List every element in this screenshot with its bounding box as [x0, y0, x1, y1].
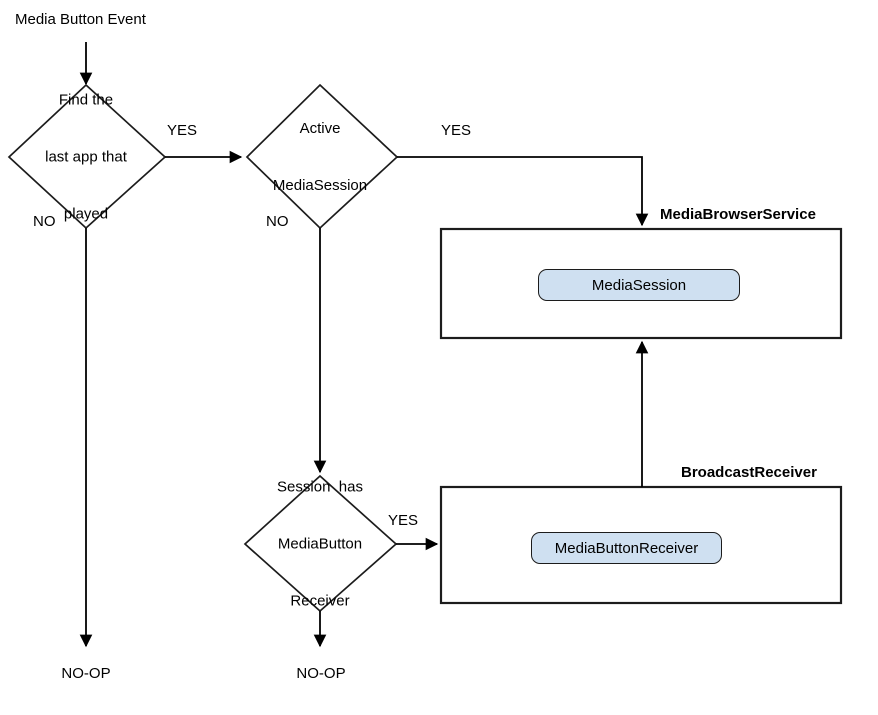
decision-active-mediasession-line-2: MediaSession: [272, 177, 368, 194]
decision-find-last-app-line-2: last app that: [45, 148, 127, 166]
edge-label-find-last-app-yes: YES: [167, 122, 198, 139]
node-mediasession-label: MediaSession: [591, 276, 687, 294]
decision-find-last-app-line-3: played: [63, 205, 109, 223]
decision-session-has-receiver-line-3: Receiver: [290, 592, 350, 610]
edge-active-mediasession-yes: [397, 156, 649, 227]
node-mediasession[interactable]: MediaSession: [538, 269, 740, 301]
start-label: Media Button Event: [15, 11, 146, 28]
node-mediabuttonreceiver-label: MediaButtonReceiver: [554, 539, 699, 557]
edge-label-find-last-app-no: NO: [33, 213, 56, 230]
decision-session-has-receiver-line-2: MediaButton: [277, 535, 363, 553]
decision-active-mediasession-label: Active MediaSession: [273, 81, 367, 233]
terminal-no-op-left: NO-OP: [61, 665, 111, 682]
decision-session-has-receiver-line-1: Session has: [277, 478, 363, 496]
edge-label-active-mediasession-no: NO: [266, 213, 289, 230]
decision-active-mediasession-line-1: Active: [299, 120, 341, 137]
decision-find-last-app-line-1: Find the: [58, 91, 114, 109]
decision-session-has-receiver-label: Session has MediaButton Receiver: [277, 440, 363, 649]
decision-find-last-app-label: Find the last app that played: [45, 53, 127, 262]
container-broadcast-receiver-title: BroadcastReceiver: [681, 464, 817, 481]
container-media-browser-service-title: MediaBrowserService: [660, 206, 816, 223]
edge-label-active-mediasession-yes: YES: [441, 122, 472, 139]
edge-label-session-has-receiver-yes: YES: [388, 512, 419, 529]
node-mediabuttonreceiver[interactable]: MediaButtonReceiver: [531, 532, 722, 564]
terminal-no-op-middle: NO-OP: [296, 665, 346, 682]
